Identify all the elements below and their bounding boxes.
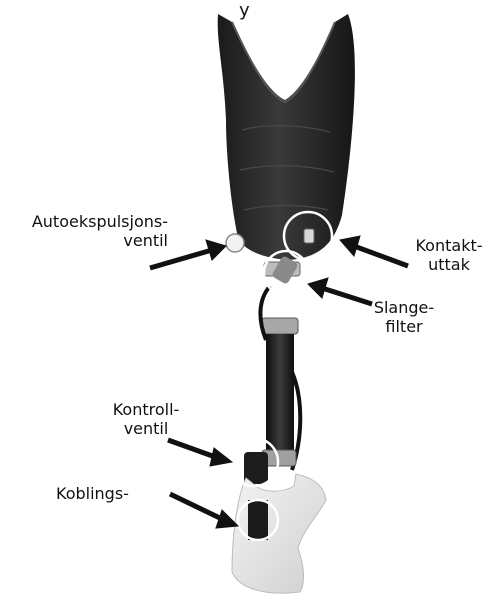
contact-outlet: [304, 229, 314, 243]
label-control-valve: Kontroll- ventil: [96, 400, 196, 438]
label-auto-expulsion-line2: ventil: [8, 231, 168, 250]
arrow-coupling: [170, 494, 224, 520]
arrow-auto-expulsion: [150, 250, 212, 268]
pylon-tube: [266, 334, 294, 454]
arrowhead-control-valve: [210, 448, 232, 466]
auto-expulsion-valve: [226, 234, 244, 252]
arrow-control-valve: [168, 440, 218, 458]
label-hose-filter-line2: filter: [366, 317, 442, 336]
label-control-valve-line1: Kontroll-: [96, 400, 196, 419]
label-coupling: Koblings-: [56, 484, 166, 503]
arrowhead-hose-filter: [308, 278, 328, 298]
label-contact-line1: Kontakt-: [408, 236, 490, 255]
arrowhead-contact: [340, 236, 360, 256]
arrow-hose-filter: [322, 288, 372, 304]
tube-clamp: [262, 318, 298, 334]
label-hose-filter: Slange- filter: [366, 298, 442, 336]
label-auto-expulsion-valve: Autoekspulsjons- ventil: [8, 212, 168, 250]
hose-filter: [271, 255, 299, 285]
arrowhead-auto-expulsion: [206, 240, 226, 260]
label-control-valve-line2: ventil: [96, 419, 196, 438]
arrow-contact: [354, 246, 408, 266]
label-auto-expulsion-line1: Autoekspulsjons-: [8, 212, 168, 231]
label-coupling-line1: Koblings-: [56, 484, 166, 503]
label-contact-outlet: Kontakt- uttak: [408, 236, 490, 274]
prosthetic-foot: [232, 474, 326, 593]
foot-coupling: [248, 500, 268, 540]
label-hose-filter-line1: Slange-: [366, 298, 442, 317]
top-fragment-text: y: [239, 0, 250, 21]
label-contact-line2: uttak: [408, 255, 490, 274]
arrowhead-coupling: [216, 510, 238, 528]
